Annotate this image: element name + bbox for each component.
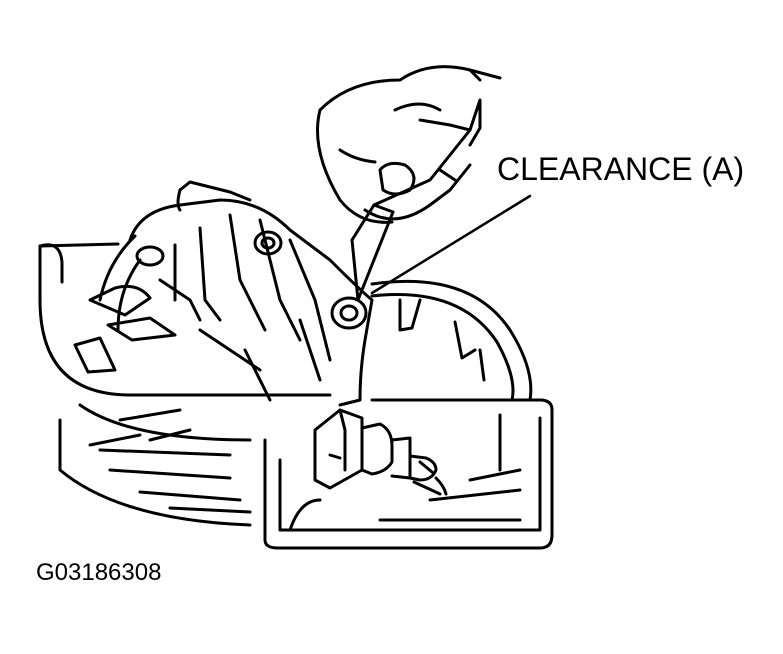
clearance-callout-label: CLEARANCE (A) [497,151,745,187]
hand-icon [316,65,502,224]
feeler-gauge-icon [350,98,482,302]
cover-plate [73,180,374,407]
callout-leader-line [370,194,532,295]
sensor-plug-icon [313,408,448,496]
transmission-housing-icon [38,242,554,550]
figure-id: G03186308 [36,559,162,586]
